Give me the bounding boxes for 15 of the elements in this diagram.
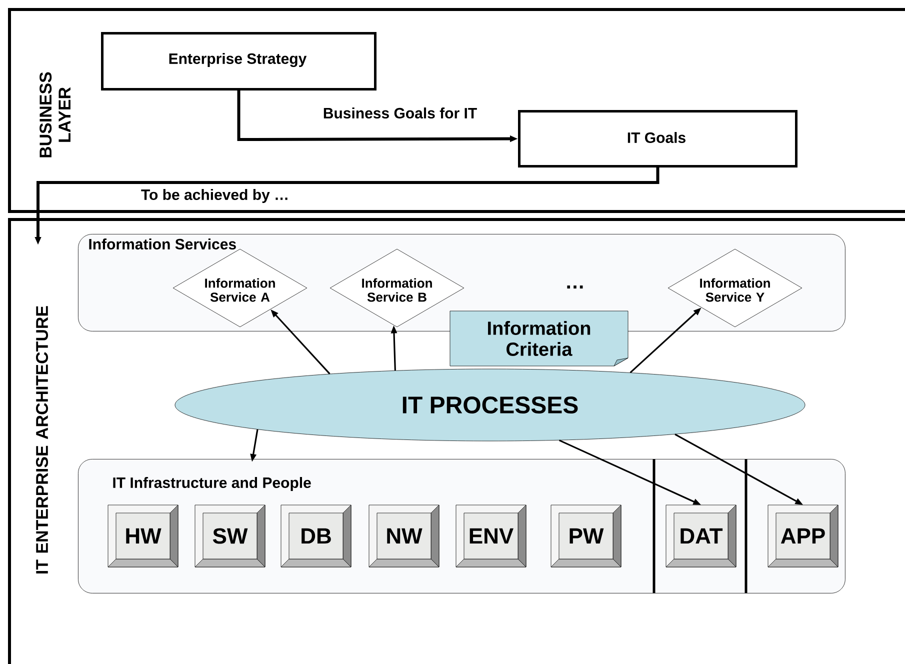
- edge-label: To be achieved by …: [141, 189, 288, 203]
- key-button: ENV: [456, 504, 526, 568]
- key-button: DB: [280, 504, 352, 568]
- layer-label: BUSINESS LAYER: [40, 72, 70, 158]
- ellipsis-text: …: [567, 286, 583, 288]
- process-box: IT Goals: [518, 110, 798, 168]
- key-button: HW: [108, 504, 178, 568]
- key-button: NW: [368, 504, 440, 568]
- key-button: DAT: [666, 504, 736, 568]
- process-box: Enterprise Strategy: [101, 32, 376, 90]
- layer-label: IT ENTERPRISE ARCHITECTURE: [36, 306, 48, 574]
- key-button: APP: [768, 504, 838, 568]
- key-button: SW: [194, 504, 266, 568]
- edge-label: Business Goals for IT: [324, 108, 477, 118]
- key-button: PW: [550, 504, 622, 568]
